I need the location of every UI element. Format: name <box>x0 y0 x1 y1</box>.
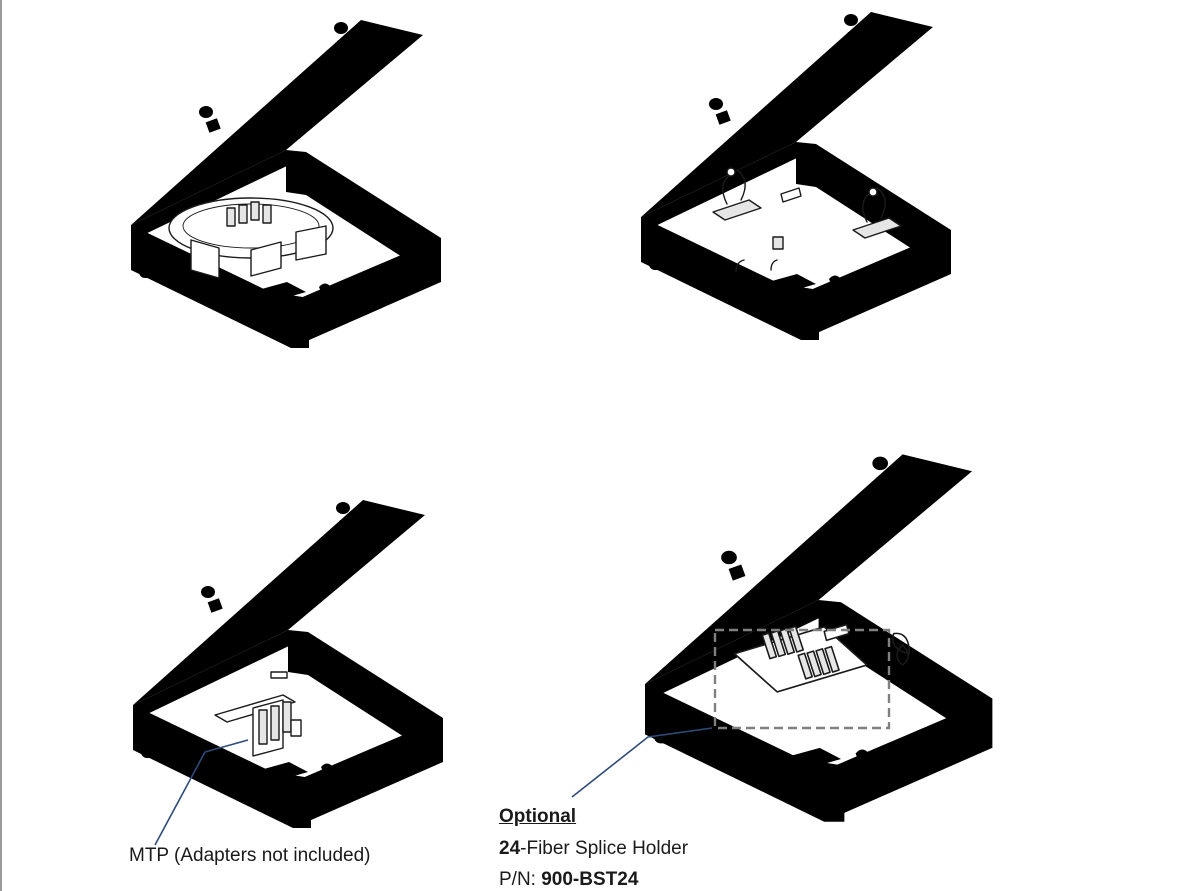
enclosure-top-right <box>641 12 951 340</box>
part-number-value: 900-BST24 <box>541 869 639 890</box>
part-number: P/N: 900-BST24 <box>499 869 638 891</box>
page-left-border <box>0 0 2 891</box>
splice-holder-name: -Fiber Splice Holder <box>520 838 689 859</box>
part-number-prefix: P/N: <box>499 869 542 890</box>
enclosure-bottom-right <box>645 454 993 822</box>
mtp-callout-label: MTP (Adapters not included) <box>129 845 371 866</box>
splice-highlight-box <box>713 628 891 730</box>
optional-title: Optional <box>499 806 577 827</box>
enclosure-bottom-left <box>133 500 443 828</box>
mtp-leader-line <box>154 739 249 846</box>
splice-holder-desc: 24-Fiber Splice Holder <box>499 838 688 860</box>
fiber-count: 24 <box>499 838 521 859</box>
splice-leader-line <box>571 727 713 798</box>
enclosure-top-left <box>131 20 441 348</box>
